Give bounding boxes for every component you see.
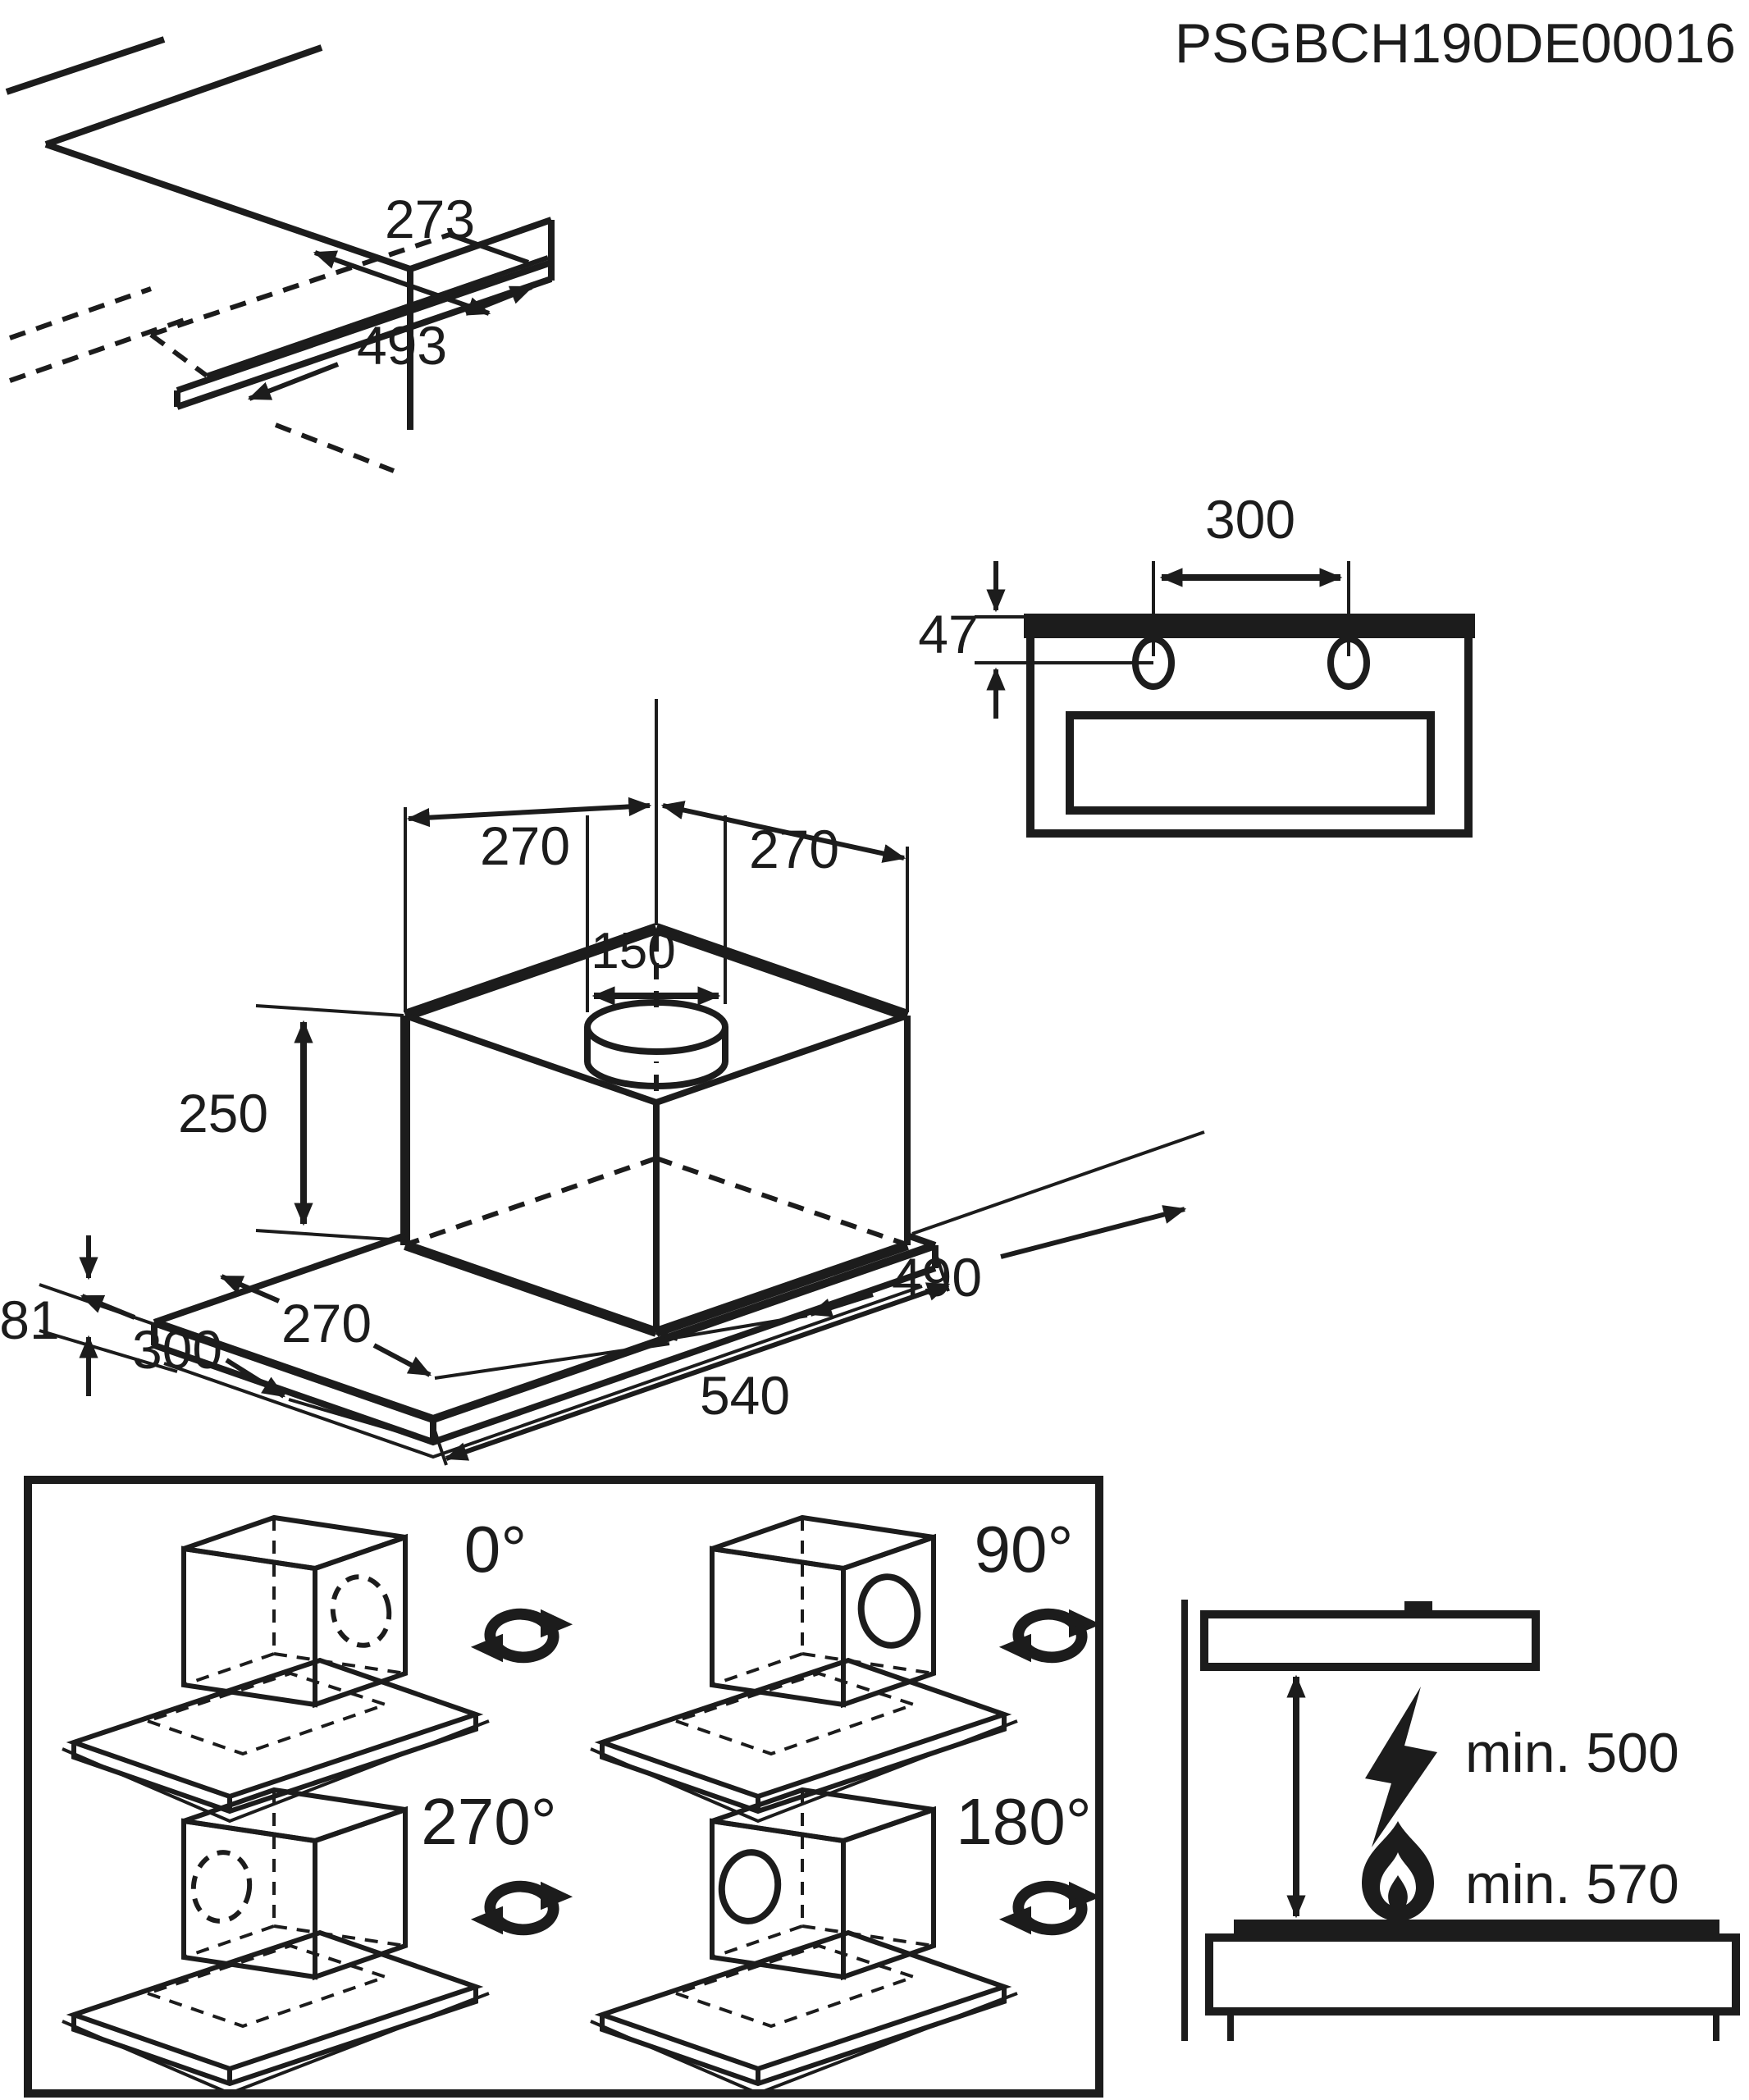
lightning-icon bbox=[1365, 1687, 1437, 1847]
dim-label-81: 81 bbox=[0, 1290, 60, 1350]
rotation-cell-180: 180° bbox=[591, 1785, 1101, 2093]
rotation-cell-0: 0° bbox=[62, 1513, 573, 1821]
dim-hole-spacing: 300 bbox=[1152, 489, 1350, 656]
dim-label-540: 540 bbox=[700, 1365, 790, 1426]
dim-hole-offset: 47 bbox=[918, 561, 1153, 719]
dim-label-270-left: 270 bbox=[480, 815, 570, 876]
flame-icon bbox=[1362, 1821, 1434, 1921]
hood-front-view: 300 47 bbox=[918, 489, 1475, 838]
clearance-diagram: min. 500 min. 570 bbox=[1181, 1600, 1740, 2041]
angle-label-270: 270° bbox=[421, 1785, 556, 1858]
dim-height: 250 bbox=[178, 1004, 404, 1242]
angle-label-90: 90° bbox=[975, 1513, 1074, 1586]
dim-label-150: 150 bbox=[591, 923, 675, 979]
duct-hole-dashed bbox=[330, 1574, 392, 1648]
dim-label-47: 47 bbox=[918, 604, 978, 664]
drawing-title: PSGBCH190DE00016 bbox=[1175, 12, 1736, 75]
dim-label-300-depth: 300 bbox=[132, 1319, 222, 1380]
rotation-options-panel: 0° 90° 270° 180° bbox=[24, 1476, 1101, 2098]
dim-label-300-holes: 300 bbox=[1205, 489, 1295, 550]
dim-base-width: 540 bbox=[432, 1251, 951, 1466]
rotation-cell-90: 90° bbox=[591, 1513, 1101, 1821]
hood-body-side bbox=[1200, 1610, 1540, 1671]
dim-label-490: 490 bbox=[892, 1247, 982, 1308]
dim-cutout-width: 493 bbox=[247, 285, 534, 401]
clearance-electric-label: min. 500 bbox=[1465, 1722, 1679, 1784]
dim-base-depth: 300 bbox=[80, 1294, 424, 1440]
duct-hole-solid bbox=[718, 1849, 782, 1924]
dim-top-edges: 270 270 bbox=[404, 699, 909, 1012]
dim-label-493: 493 bbox=[357, 315, 447, 376]
hood-top-edge bbox=[1024, 614, 1475, 638]
angle-label-180: 180° bbox=[956, 1785, 1091, 1858]
dim-body-width: 490 bbox=[669, 1130, 1205, 1340]
hood-filter-panel bbox=[1066, 711, 1435, 815]
hood-iso-drawing: 150 270 270 250 bbox=[0, 699, 1205, 1466]
clearance-gas-label: min. 570 bbox=[1465, 1853, 1679, 1915]
cooktop-body bbox=[1205, 1933, 1740, 2016]
dim-label-270-right: 270 bbox=[749, 819, 839, 879]
cabinet-cutout-drawing: 273 493 bbox=[5, 36, 555, 473]
dim-cutout-depth: 273 bbox=[313, 189, 491, 316]
dim-label-273: 273 bbox=[385, 189, 475, 249]
angle-label-0: 0° bbox=[464, 1513, 527, 1586]
dim-label-250: 250 bbox=[178, 1083, 268, 1144]
duct-hole-solid bbox=[857, 1573, 921, 1649]
dim-duct: 150 bbox=[586, 815, 727, 1012]
cooktop-surface bbox=[1234, 1920, 1719, 1938]
rotation-cell-270: 270° bbox=[62, 1785, 573, 2093]
duct-hole-dashed bbox=[190, 1850, 253, 1924]
dim-label-270-front: 270 bbox=[281, 1293, 372, 1354]
